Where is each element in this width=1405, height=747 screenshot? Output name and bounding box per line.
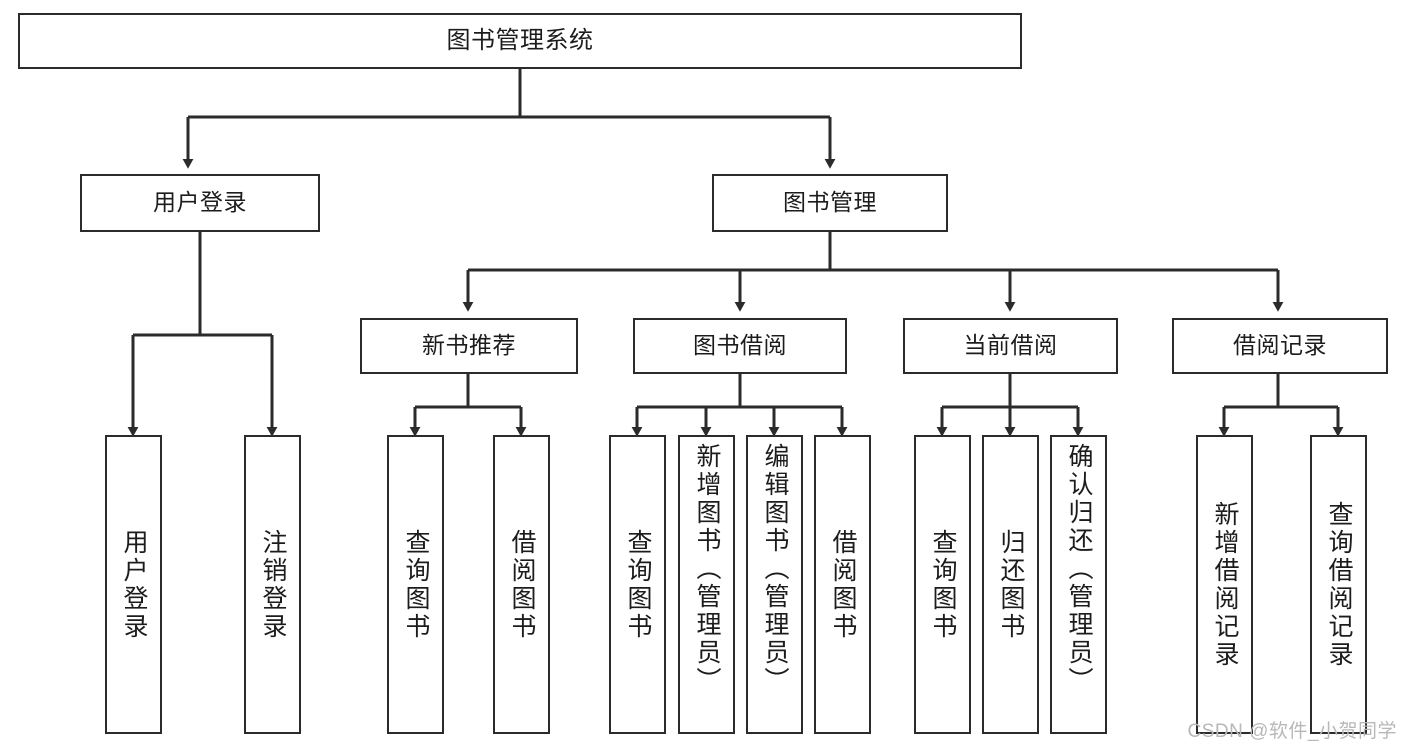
leaf-new-book-query-label: 查询图书 bbox=[402, 528, 430, 641]
leaf-user-login-signout-label: 注销登录 bbox=[259, 528, 287, 641]
leaf-borrow-record-add-label: 新增借阅记录 bbox=[1211, 500, 1239, 669]
node-borrow-record[interactable]: 借阅记录 bbox=[1172, 318, 1388, 374]
leaf-current-borrow-return-label: 归还图书 bbox=[997, 528, 1025, 641]
leaf-book-borrow-query[interactable]: 查询图书 bbox=[609, 435, 666, 734]
node-current-borrow-label: 当前借阅 bbox=[963, 332, 1058, 359]
leaf-current-borrow-confirm[interactable]: 确认归还（管理员） bbox=[1050, 435, 1107, 734]
leaf-user-login-signin-label: 用户登录 bbox=[120, 528, 148, 641]
leaf-user-login-signout[interactable]: 注销登录 bbox=[244, 435, 301, 734]
leaf-user-login-signin[interactable]: 用户登录 bbox=[105, 435, 162, 734]
leaf-current-borrow-query-label: 查询图书 bbox=[929, 528, 957, 641]
node-book-management[interactable]: 图书管理 bbox=[712, 174, 948, 232]
leaf-book-borrow-query-label: 查询图书 bbox=[624, 528, 652, 641]
leaf-new-book-borrow-label: 借阅图书 bbox=[508, 528, 536, 641]
node-user-login[interactable]: 用户登录 bbox=[80, 174, 320, 232]
leaf-current-borrow-query[interactable]: 查询图书 bbox=[914, 435, 971, 734]
node-current-borrow[interactable]: 当前借阅 bbox=[903, 318, 1118, 374]
leaf-new-book-borrow[interactable]: 借阅图书 bbox=[493, 435, 550, 734]
leaf-book-borrow-borrow-label: 借阅图书 bbox=[829, 528, 857, 641]
leaf-book-borrow-add[interactable]: 新增图书（管理员） bbox=[678, 435, 735, 734]
node-new-book-recommend[interactable]: 新书推荐 bbox=[360, 318, 578, 374]
leaf-current-borrow-return[interactable]: 归还图书 bbox=[982, 435, 1039, 734]
leaf-borrow-record-add[interactable]: 新增借阅记录 bbox=[1196, 435, 1253, 734]
node-book-borrow[interactable]: 图书借阅 bbox=[633, 318, 847, 374]
node-root-system-label: 图书管理系统 bbox=[446, 26, 594, 54]
leaf-borrow-record-query-label: 查询借阅记录 bbox=[1325, 500, 1353, 669]
leaf-current-borrow-confirm-label: 确认归还（管理员） bbox=[1065, 443, 1093, 695]
leaf-book-borrow-edit-label: 编辑图书（管理员） bbox=[761, 443, 789, 695]
leaf-book-borrow-borrow[interactable]: 借阅图书 bbox=[814, 435, 871, 734]
node-user-login-label: 用户登录 bbox=[153, 189, 247, 216]
node-root-system[interactable]: 图书管理系统 bbox=[18, 13, 1022, 69]
node-new-book-recommend-label: 新书推荐 bbox=[422, 332, 516, 359]
node-book-management-label: 图书管理 bbox=[783, 189, 877, 216]
node-borrow-record-label: 借阅记录 bbox=[1233, 332, 1327, 359]
leaf-new-book-query[interactable]: 查询图书 bbox=[387, 435, 444, 734]
node-book-borrow-label: 图书借阅 bbox=[693, 332, 787, 359]
leaf-book-borrow-edit[interactable]: 编辑图书（管理员） bbox=[746, 435, 803, 734]
leaf-borrow-record-query[interactable]: 查询借阅记录 bbox=[1310, 435, 1367, 734]
leaf-book-borrow-add-label: 新增图书（管理员） bbox=[693, 443, 721, 695]
